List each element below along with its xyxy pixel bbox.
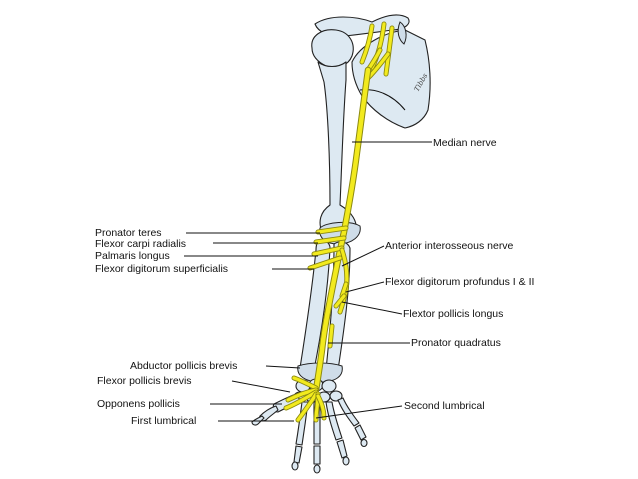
label-first-lumbrical: First lumbrical [131, 415, 196, 427]
label-palmaris-longus: Palmaris longus [95, 250, 170, 262]
acromion [397, 21, 407, 45]
leader-abductor-pollicis-brevis [265, 365, 301, 369]
branch-thenar-1 [292, 376, 318, 390]
branch-flexor-carpi-radialis [314, 236, 346, 244]
leader-fpl [341, 301, 403, 315]
leader-anterior-interosseous [341, 245, 385, 267]
label-opponens-pollicis: Opponens pollicis [97, 398, 180, 410]
label-flexor-digitorum-profundus: Flexor digitorum profundus I & II [385, 276, 534, 288]
branch-first-lumbrical [296, 392, 318, 422]
label-flexor-carpi-radialis: Flexor carpi radialis [95, 238, 186, 250]
label-pronator-teres: Pronator teres [95, 227, 162, 239]
branch-fpl [334, 294, 346, 308]
label-flexor-digitorum-superficialis: Flexor digitorum superficialis [95, 263, 228, 275]
nerve-root-3 [384, 26, 394, 76]
branch-fds [308, 256, 342, 270]
branch-thenar-2 [286, 388, 318, 402]
leader-fdp [345, 281, 385, 293]
leader-second-lumbrical [315, 405, 403, 419]
leader-lines [184, 141, 432, 422]
branch-palmaris-longus [312, 246, 344, 256]
median-nerve [283, 21, 395, 423]
label-flexor-pollicis-brevis: Flexor pollicis brevis [97, 375, 192, 387]
label-flextor-pollicis-longus: Flextor pollicis longus [403, 308, 503, 320]
label-median-nerve: Median nerve [433, 137, 497, 149]
branch-digital [316, 394, 326, 420]
label-anterior-interosseous-nerve: Anterior interosseous nerve [385, 240, 514, 252]
humeral-head [311, 29, 354, 69]
labels: Median nerve Pronator teres Flexor carpi… [95, 137, 534, 427]
radius [299, 239, 331, 372]
humerus [317, 61, 357, 233]
nerve-root-1 [360, 24, 374, 64]
label-pronator-quadratus: Pronator quadratus [411, 337, 501, 349]
label-second-lumbrical: Second lumbrical [404, 400, 485, 412]
label-abductor-pollicis-brevis: Abductor pollicis brevis [130, 360, 237, 372]
branch-pronator-teres [316, 226, 348, 234]
leader-flexor-pollicis-brevis [231, 380, 291, 393]
